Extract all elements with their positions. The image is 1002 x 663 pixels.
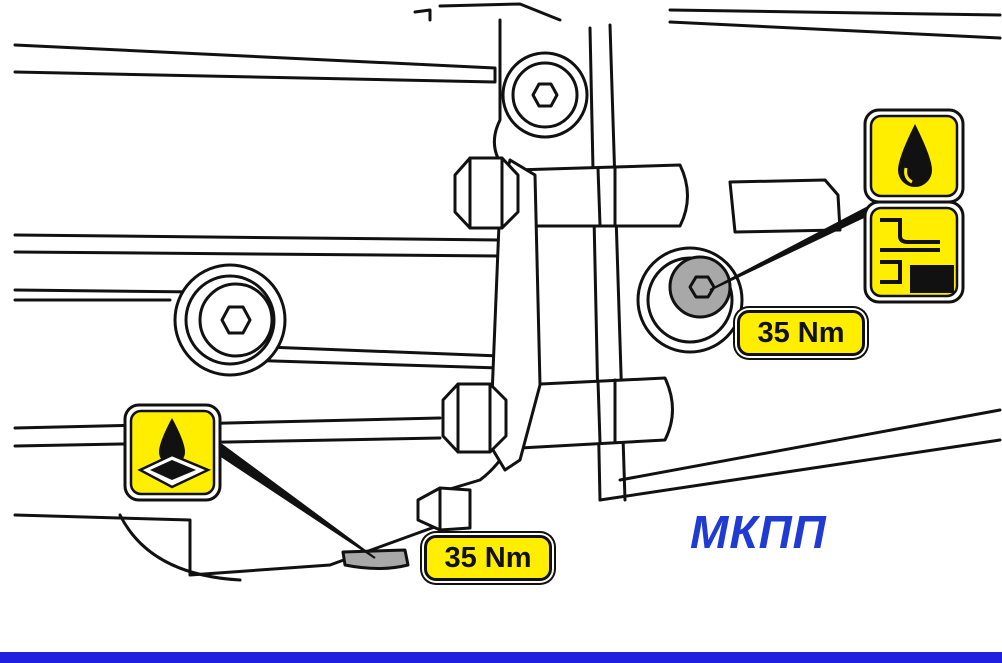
diagram-caption: МКПП (690, 506, 827, 558)
drain-pan-icon (123, 403, 222, 502)
retaining-clip (728, 178, 842, 234)
socket-bolt-top (501, 51, 589, 139)
socket-plug-left (173, 263, 287, 377)
hex-bolt-bottom (416, 486, 472, 532)
bracket-plate (488, 158, 542, 472)
mounting-rod-upper (513, 163, 689, 228)
torque-label-fill-plug: 35 Nm (737, 310, 865, 356)
hex-bolt-upper (453, 156, 520, 230)
mounting-rod-lower (518, 376, 674, 450)
fill-level-icon (863, 200, 965, 304)
hex-bolt-lower (441, 382, 508, 454)
leader-line-drain (210, 443, 376, 559)
oil-drop-icon (863, 108, 965, 204)
fill-plug (636, 246, 744, 354)
bottom-rule (0, 652, 1002, 663)
torque-label-drain-plug: 35 Nm (424, 535, 552, 581)
drain-plug (341, 548, 410, 570)
